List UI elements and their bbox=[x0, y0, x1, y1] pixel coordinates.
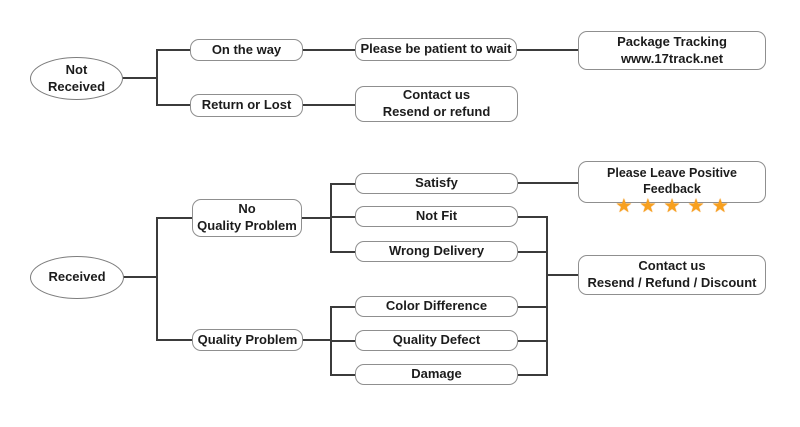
node-positive-feedback: Please Leave Positive Feedback ★ ★ ★ ★ ★ bbox=[578, 161, 766, 216]
star-icon: ★ bbox=[711, 195, 729, 217]
star-icon: ★ bbox=[639, 195, 657, 217]
connector bbox=[518, 374, 548, 376]
star-icon: ★ bbox=[687, 195, 705, 217]
connector bbox=[518, 306, 548, 308]
connector bbox=[123, 276, 157, 278]
connector bbox=[517, 49, 578, 51]
node-no-quality-problem: No Quality Problem bbox=[192, 199, 302, 237]
node-damage: Damage bbox=[355, 364, 518, 385]
connector bbox=[156, 217, 192, 219]
connector bbox=[302, 217, 332, 219]
node-quality-problem: Quality Problem bbox=[192, 329, 303, 351]
node-color-difference: Color Difference bbox=[355, 296, 518, 317]
connector bbox=[156, 49, 192, 51]
node-be-patient: Please be patient to wait bbox=[355, 38, 517, 61]
node-not-received: Not Received bbox=[30, 57, 123, 100]
connector bbox=[330, 251, 355, 253]
connector bbox=[330, 306, 355, 308]
connector bbox=[330, 374, 355, 376]
connector bbox=[156, 217, 158, 341]
connector bbox=[156, 49, 158, 106]
connector bbox=[518, 340, 548, 342]
node-wrong-delivery: Wrong Delivery bbox=[355, 241, 518, 262]
star-icon: ★ bbox=[615, 195, 633, 217]
five-star-rating: ★ ★ ★ ★ ★ bbox=[615, 197, 728, 216]
connector bbox=[303, 49, 356, 51]
connector bbox=[122, 77, 158, 79]
star-icon: ★ bbox=[663, 195, 681, 217]
connector bbox=[518, 216, 548, 218]
connector bbox=[546, 274, 578, 276]
node-contact-resend-refund: Contact us Resend or refund bbox=[355, 86, 518, 122]
node-package-tracking: Package Tracking www.17track.net bbox=[578, 31, 766, 70]
connector bbox=[330, 216, 355, 218]
connector bbox=[518, 251, 548, 253]
connector bbox=[303, 104, 356, 106]
positive-feedback-label: Please Leave Positive Feedback bbox=[607, 166, 737, 197]
node-on-the-way: On the way bbox=[190, 39, 303, 61]
connector bbox=[303, 339, 332, 341]
connector bbox=[330, 183, 332, 253]
connector bbox=[156, 339, 192, 341]
node-satisfy: Satisfy bbox=[355, 173, 518, 194]
node-return-or-lost: Return or Lost bbox=[190, 94, 303, 117]
connector bbox=[330, 340, 355, 342]
connector bbox=[156, 104, 192, 106]
node-contact-resend-refund-discount: Contact us Resend / Refund / Discount bbox=[578, 255, 766, 295]
node-received: Received bbox=[30, 256, 124, 299]
connector bbox=[518, 182, 578, 184]
node-quality-defect: Quality Defect bbox=[355, 330, 518, 351]
node-not-fit: Not Fit bbox=[355, 206, 518, 227]
connector bbox=[546, 216, 548, 376]
connector bbox=[330, 183, 355, 185]
